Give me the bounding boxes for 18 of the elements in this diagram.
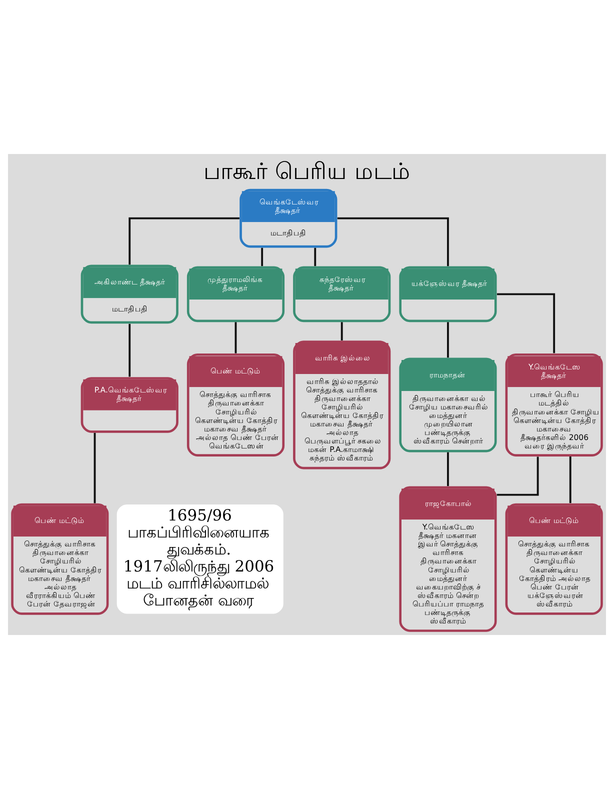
connector (497, 292, 556, 353)
connector (447, 452, 449, 486)
connector (447, 322, 449, 358)
connector (128, 216, 240, 264)
connector (569, 456, 572, 503)
node-box: ராமநாதன் திருவானைக்கா வல் சோழிய மகாசைவரில் மைத்துனர் முறையிலான பண்டிதருக்கு ஸ்வீகாரம் சென்றார் (399, 357, 497, 452)
connector (337, 216, 449, 266)
connector (314, 247, 316, 266)
diagram-title: பாகூர் பெரிய மடம் (204, 157, 410, 184)
node-box: யக்ஞேஸ்வர தீக்ஷதர் (399, 266, 497, 322)
node-box: முத்துராமலிங்க தீக்ஷதர் (186, 266, 285, 322)
connector (94, 432, 96, 503)
connector (340, 322, 343, 340)
label: 1695/96 பாகப்பிரிவினையாக துவக்கம். 1917லிலிருந்து 2006 மடம் வாரிசில்லாமல் போனதன் வரை (123, 506, 274, 610)
connector (496, 456, 539, 496)
connector (261, 247, 264, 266)
connector (128, 323, 131, 376)
connector (234, 322, 237, 353)
